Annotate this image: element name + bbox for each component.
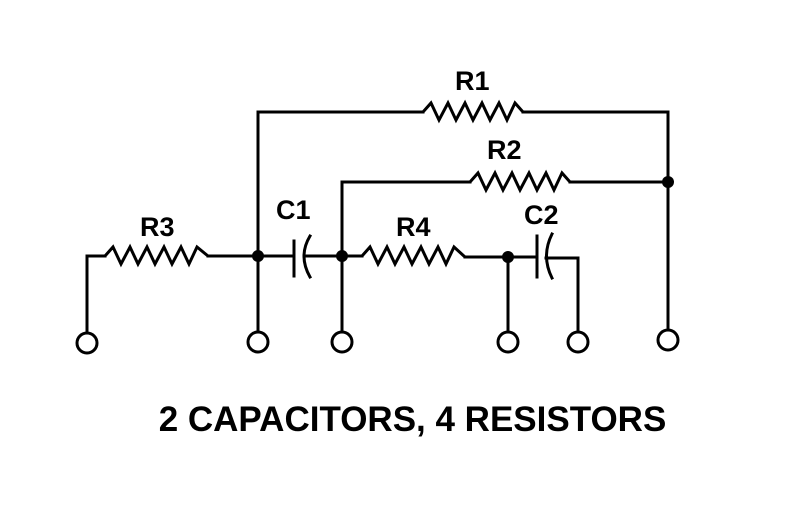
label-r2: R2	[487, 135, 522, 165]
wire-r1-left	[256, 110, 425, 258]
c1-branch: C1	[276, 195, 364, 280]
terminal	[566, 330, 590, 354]
wire-c2-right	[544, 256, 580, 334]
r4-branch: R4	[360, 212, 538, 268]
junction-dot	[662, 176, 674, 188]
resistor-r1-symbol	[421, 99, 525, 124]
junction-dot	[502, 251, 514, 263]
r1-branch: R1	[256, 66, 670, 340]
r2-branch: R2	[340, 135, 674, 258]
capacitor-c2-plate-curved	[545, 231, 555, 281]
terminal	[656, 328, 680, 352]
diagram-caption: 2 CAPACITORS, 4 RESISTORS	[158, 400, 667, 439]
wire-r2-left	[340, 180, 472, 258]
label-c2: C2	[524, 200, 559, 230]
label-r4: R4	[396, 212, 431, 242]
label-c1: C1	[276, 195, 311, 225]
wire-r1-right	[521, 110, 670, 340]
terminal	[330, 330, 354, 354]
junction-dot	[252, 250, 264, 262]
terminal	[75, 331, 99, 355]
junction-dot	[336, 250, 348, 262]
label-r1: R1	[455, 66, 490, 96]
resistor-r4-symbol	[360, 243, 467, 268]
resistor-r3-symbol	[103, 243, 209, 268]
c2-branch: C2	[524, 200, 580, 334]
terminal	[496, 330, 520, 354]
wire-r3-left	[85, 254, 107, 334]
resistor-r2-symbol	[468, 169, 572, 194]
label-r3: R3	[140, 212, 175, 242]
terminal	[246, 330, 270, 354]
r3-branch: R3	[85, 212, 294, 334]
